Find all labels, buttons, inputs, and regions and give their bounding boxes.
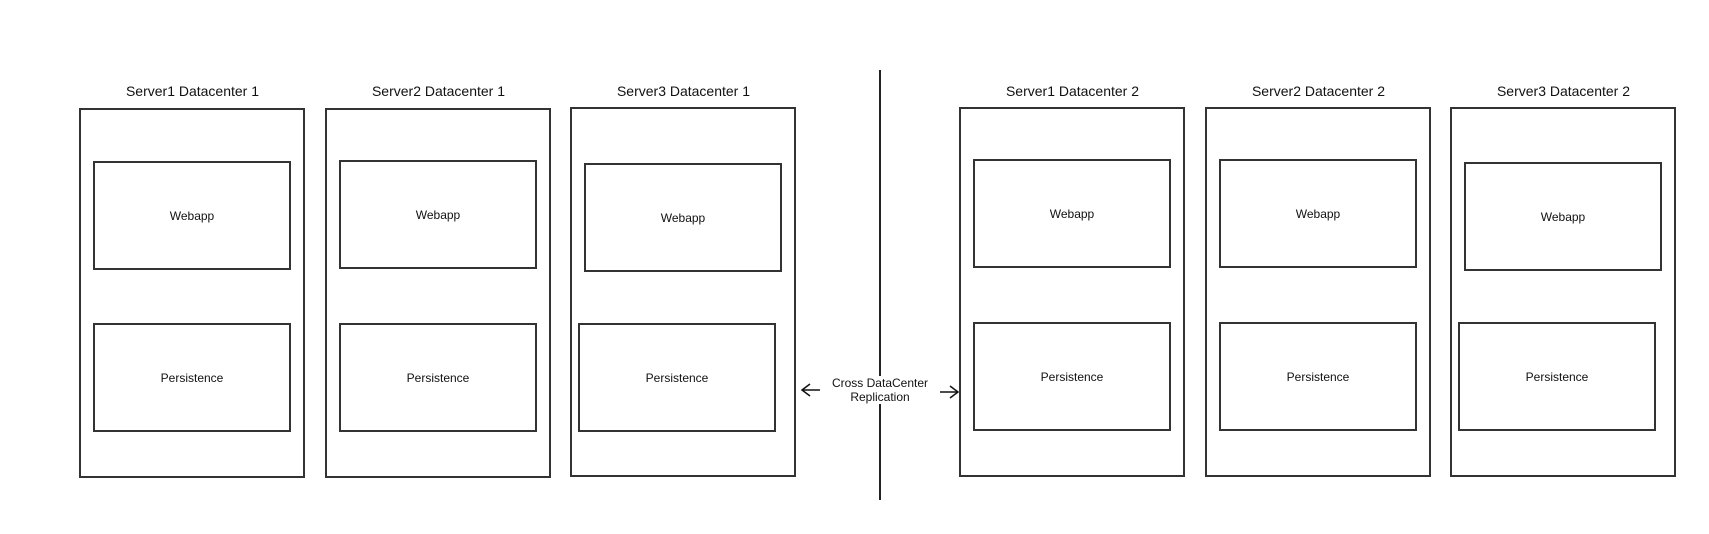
server-title: Server3 Datacenter 2 — [1496, 83, 1631, 99]
persistence-box: Persistence — [1458, 322, 1656, 431]
server-title: Server2 Datacenter 2 — [1251, 83, 1386, 99]
webapp-box: Webapp — [973, 159, 1171, 268]
server-title: Server3 Datacenter 1 — [616, 83, 751, 99]
replication-label: Cross DataCenter Replication — [820, 376, 940, 404]
webapp-box: Webapp — [1219, 159, 1417, 268]
webapp-box: Webapp — [339, 160, 537, 269]
persistence-box: Persistence — [93, 323, 291, 432]
replication-label-line1: Cross DataCenter — [831, 376, 929, 390]
server-title: Server1 Datacenter 2 — [1005, 83, 1140, 99]
left-arrow-head — [800, 383, 811, 397]
persistence-box: Persistence — [578, 323, 776, 432]
persistence-box: Persistence — [973, 322, 1171, 431]
persistence-box: Persistence — [1219, 322, 1417, 431]
webapp-box: Webapp — [584, 163, 782, 272]
right-arrow-head — [949, 385, 960, 399]
replication-label-line2: Replication — [850, 390, 910, 404]
datacenter-divider — [879, 70, 881, 500]
server-title: Server1 Datacenter 1 — [125, 83, 260, 99]
server-title: Server2 Datacenter 1 — [371, 83, 506, 99]
webapp-box: Webapp — [1464, 162, 1662, 271]
persistence-box: Persistence — [339, 323, 537, 432]
webapp-box: Webapp — [93, 161, 291, 270]
